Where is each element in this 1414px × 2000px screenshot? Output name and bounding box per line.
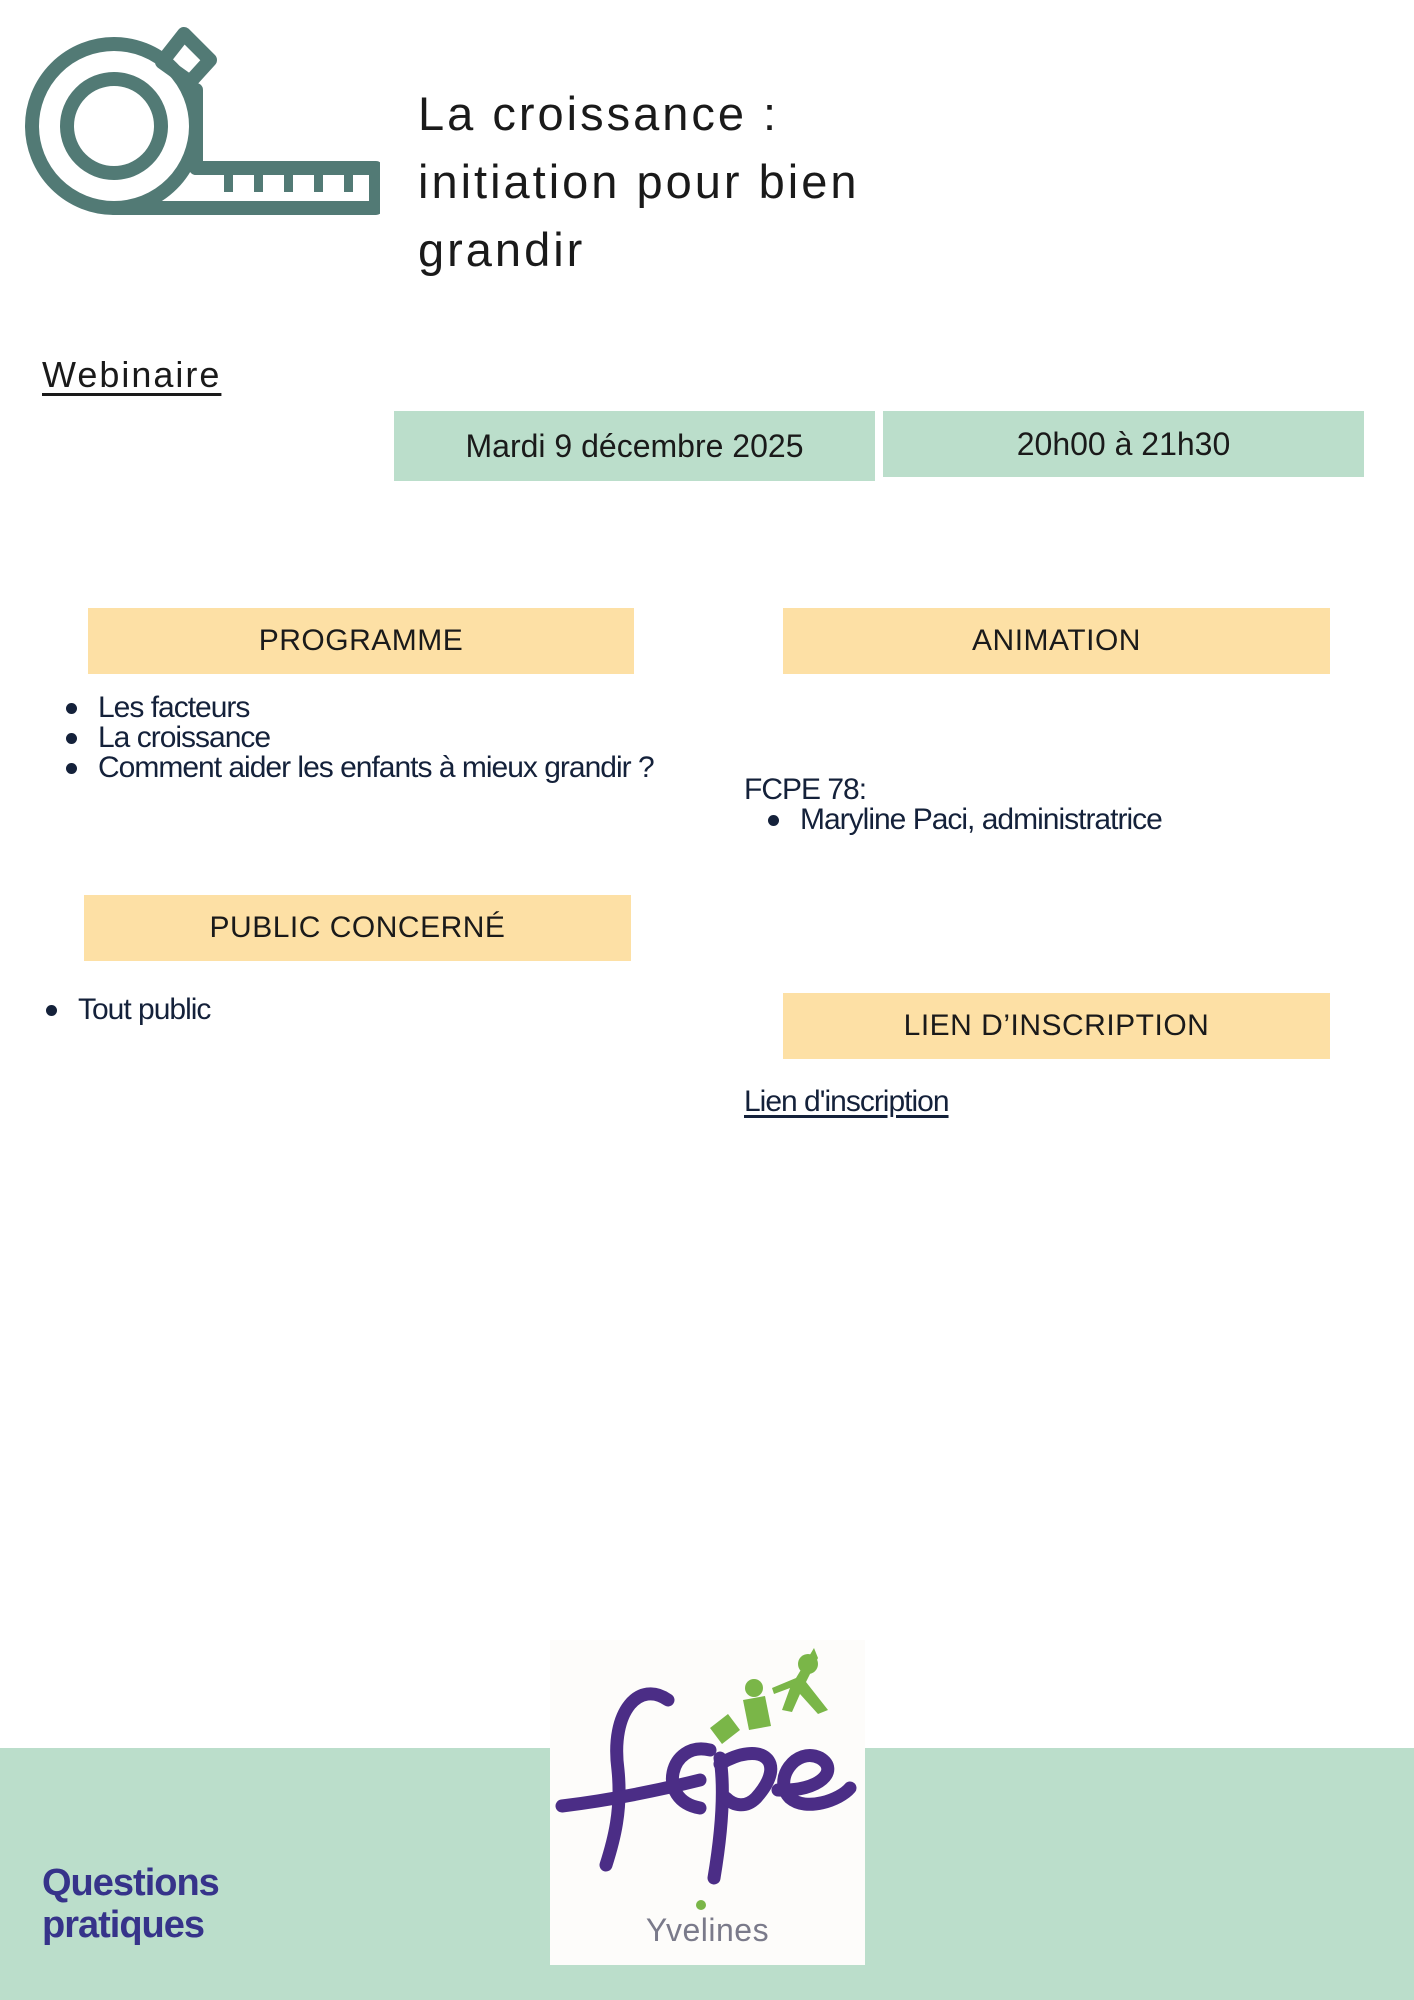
programme-item: Comment aider les enfants à mieux grandi… (98, 751, 655, 784)
bullet-icon (46, 1005, 57, 1016)
public-list: Tout public (42, 995, 442, 1025)
questions-line: Questions (42, 1862, 220, 1904)
animation-organisation: FCPE 78: (744, 773, 867, 806)
measuring-tape-icon (25, 27, 380, 215)
bullet-icon (66, 733, 77, 744)
fcpe-logo: Yvelines (550, 1640, 865, 1965)
questions-pratiques-label: Questions pratiques (42, 1862, 220, 1946)
bullet-icon (768, 815, 779, 826)
public-item: Tout public (78, 993, 211, 1026)
animation-header: ANIMATION (783, 608, 1330, 674)
bullet-icon (66, 763, 77, 774)
event-format-label: Webinaire (42, 354, 222, 395)
fcpe-logo-graphic (555, 1648, 857, 1885)
bullet-icon (66, 703, 77, 714)
list-item: Maryline Paci, administratrice (764, 805, 1364, 835)
programme-list: Les facteurs La croissance Comment aider… (62, 693, 702, 783)
event-time: 20h00 à 21h30 (883, 411, 1364, 477)
programme-item: La croissance (98, 721, 271, 754)
list-item: Comment aider les enfants à mieux grandi… (62, 753, 702, 783)
logo-dot-icon (696, 1900, 706, 1910)
programme-header: PROGRAMME (88, 608, 634, 674)
page-title: La croissance : initiation pour bien gra… (418, 87, 860, 276)
list-item: Tout public (42, 995, 442, 1025)
inscription-header: LIEN D’INSCRIPTION (783, 993, 1330, 1059)
list-item: La croissance (62, 723, 702, 753)
public-header: PUBLIC CONCERNÉ (84, 895, 631, 961)
list-item: Les facteurs (62, 693, 702, 723)
questions-line: pratiques (42, 1904, 205, 1946)
event-date: Mardi 9 décembre 2025 (394, 411, 875, 481)
animation-list: Maryline Paci, administratrice (764, 805, 1364, 835)
animator-name: Maryline Paci, administratrice (800, 803, 1163, 836)
logo-subtitle: Yvelines (645, 1912, 770, 1948)
inscription-link[interactable]: Lien d'inscription (744, 1085, 950, 1118)
programme-item: Les facteurs (98, 691, 250, 724)
